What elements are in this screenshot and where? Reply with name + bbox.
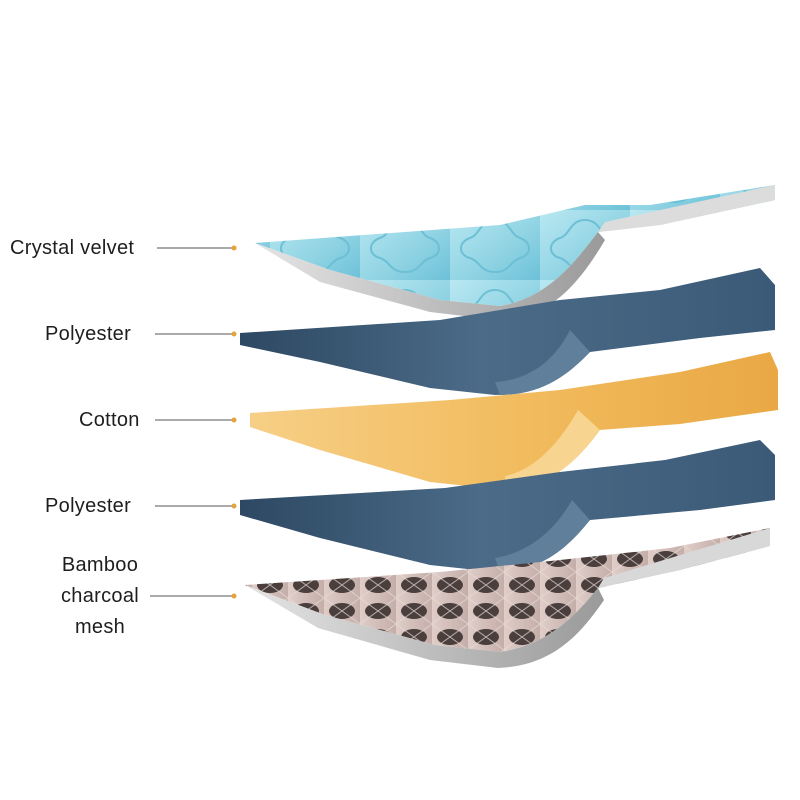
label-polyester-bottom: Polyester <box>45 495 132 517</box>
leader-dot <box>231 331 237 337</box>
layer-crystal-velvet <box>255 185 775 320</box>
layer-polyester-bottom <box>240 440 775 572</box>
leader-bamboo-charcoal-mesh <box>150 593 237 599</box>
label-crystal-velvet: Crystal velvet <box>10 237 135 259</box>
leader-dot <box>231 503 237 509</box>
leader-cotton <box>155 417 237 423</box>
label-line: charcoal <box>61 585 139 607</box>
leader-polyester-bottom <box>155 503 237 509</box>
leader-lines <box>150 245 237 599</box>
label-cotton: Cotton <box>79 409 140 431</box>
label-line: mesh <box>74 616 126 638</box>
leader-dot <box>231 245 237 251</box>
label-polyester-top: Polyester <box>45 323 132 345</box>
layer-polyester-top <box>240 268 775 395</box>
leader-crystal-velvet <box>157 245 237 251</box>
leader-dot <box>231 417 237 423</box>
layer-bamboo-charcoal-mesh <box>245 528 770 668</box>
leader-dot <box>231 593 237 599</box>
label-bamboo-charcoal-mesh: Bamboo charcoal mesh <box>50 550 150 643</box>
leader-polyester-top <box>155 331 237 337</box>
label-line: Bamboo <box>61 554 139 576</box>
layer-cotton <box>250 352 778 490</box>
